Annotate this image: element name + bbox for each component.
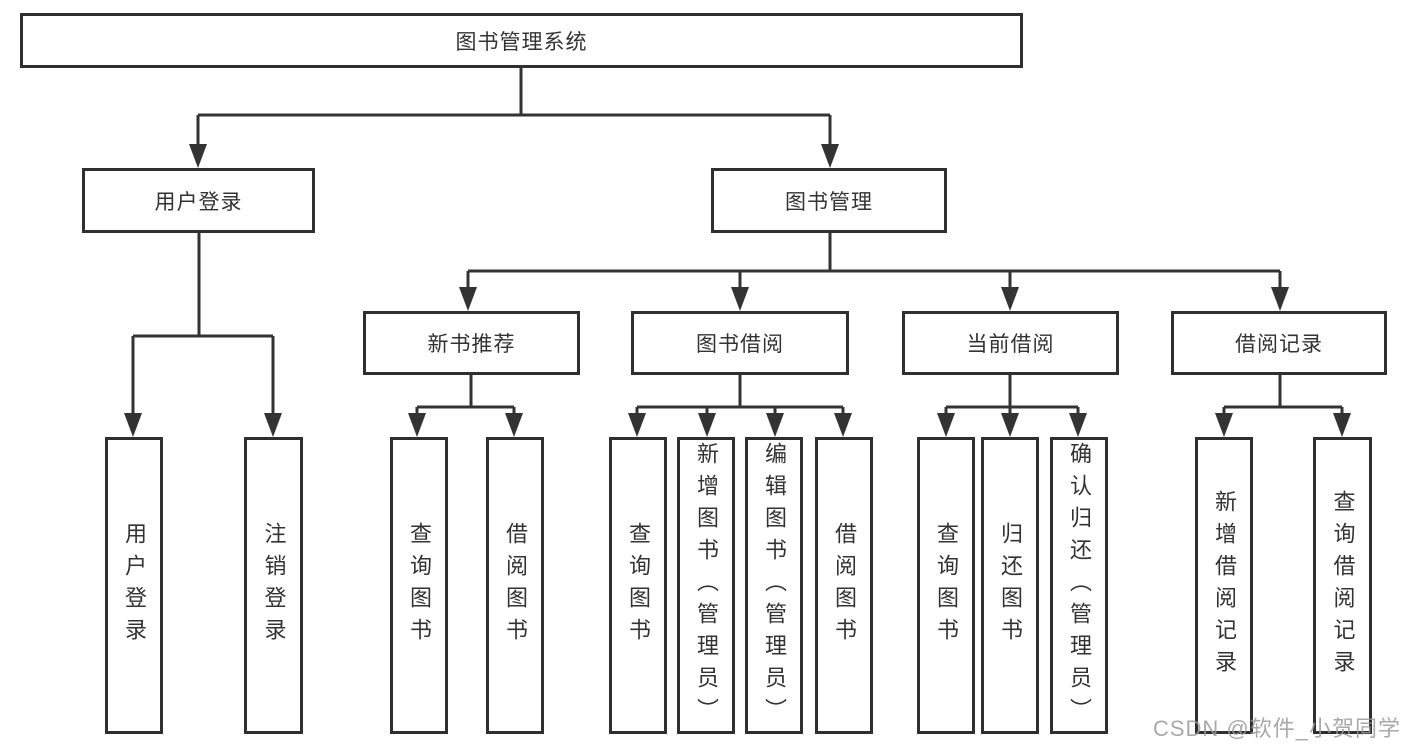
node-label: 确认归还（管理员） xyxy=(1067,441,1092,730)
arrowhead-icon xyxy=(766,413,784,437)
connector-currentborrow-to-leaves xyxy=(944,375,1080,417)
arrowhead-icon xyxy=(1001,413,1019,437)
leaf-query-books-recommend: 查询图书 xyxy=(390,437,448,734)
connector-root-to-level2 xyxy=(196,68,832,148)
csdn-watermark: CSDN @软件_小贺同学 xyxy=(1152,716,1401,741)
leaf-add-borrow-record: 新增借阅记录 xyxy=(1195,437,1253,734)
leaf-confirm-return-admin: 确认归还（管理员） xyxy=(1050,437,1108,734)
arrowhead-icon xyxy=(264,413,282,437)
arrowhead-icon xyxy=(937,413,955,437)
node-label: 新增图书（管理员） xyxy=(694,441,719,730)
node-borrow-records: 借阅记录 xyxy=(1171,311,1387,375)
node-label: 查询图书 xyxy=(626,521,651,650)
node-current-borrow: 当前借阅 xyxy=(902,311,1119,375)
connector-lines xyxy=(131,68,1344,417)
node-label: 用户登录 xyxy=(154,190,243,214)
leaf-query-books-current: 查询图书 xyxy=(917,437,975,734)
arrowhead-icon xyxy=(821,144,839,168)
arrowhead-icon xyxy=(1001,287,1019,311)
node-label: 编辑图书（管理员） xyxy=(762,441,787,730)
node-label: 借阅图书 xyxy=(832,521,857,650)
node-book-management: 图书管理 xyxy=(711,168,947,233)
node-book-borrow: 图书借阅 xyxy=(631,311,849,375)
leaf-borrow-books-recommend: 借阅图书 xyxy=(486,437,544,734)
node-label: 用户登录 xyxy=(122,521,147,650)
arrowhead-icon xyxy=(459,287,477,311)
arrowhead-icon xyxy=(1215,413,1233,437)
node-library-system: 图书管理系统 xyxy=(20,13,1023,68)
leaf-query-books-borrow: 查询图书 xyxy=(609,437,667,734)
node-label: 查询图书 xyxy=(407,521,432,650)
node-user-login: 用户登录 xyxy=(82,168,315,233)
arrowhead-icon xyxy=(731,287,749,311)
arrowhead-icon xyxy=(1333,413,1351,437)
node-label: 注销登录 xyxy=(261,521,287,650)
arrowhead-icon xyxy=(505,413,523,437)
node-label: 图书管理系统 xyxy=(455,30,588,54)
arrowhead-icon xyxy=(408,413,426,437)
leaf-add-book-admin: 新增图书（管理员） xyxy=(677,437,735,734)
node-label: 查询图书 xyxy=(934,521,959,650)
node-label: 图书管理 xyxy=(785,190,873,214)
arrowhead-icon xyxy=(698,413,716,437)
node-label: 借阅图书 xyxy=(503,521,528,650)
leaf-user-login: 用户登录 xyxy=(105,437,163,734)
node-label: 借阅记录 xyxy=(1235,333,1323,356)
arrowhead-icon xyxy=(189,144,207,168)
connector-newbook-to-leaves xyxy=(415,375,516,417)
leaf-query-borrow-record: 查询借阅记录 xyxy=(1313,437,1372,734)
connector-bookborrow-to-leaves xyxy=(635,375,845,417)
connector-bookmgmt-to-level3 xyxy=(466,233,1282,291)
node-label: 新书推荐 xyxy=(427,333,516,356)
leaf-borrow-books-borrow: 借阅图书 xyxy=(815,437,873,734)
leaf-return-book: 归还图书 xyxy=(981,437,1039,734)
arrowhead-icon xyxy=(124,413,142,437)
connector-userlogin-to-leaves xyxy=(131,233,275,417)
arrowhead-icon xyxy=(628,413,646,437)
node-label: 查询借阅记录 xyxy=(1330,489,1356,682)
arrowhead-icon xyxy=(834,413,852,437)
node-label: 当前借阅 xyxy=(966,333,1055,356)
arrowhead-icon xyxy=(1271,287,1289,311)
connector-borrowrecord-to-leaves xyxy=(1222,375,1344,417)
arrowhead-icon xyxy=(1069,413,1087,437)
node-new-book-recommend: 新书推荐 xyxy=(363,311,580,375)
node-label: 图书借阅 xyxy=(696,333,784,356)
leaf-edit-book-admin: 编辑图书（管理员） xyxy=(745,437,803,734)
node-label: 新增借阅记录 xyxy=(1212,489,1237,682)
arrowheads xyxy=(124,144,1351,437)
leaf-logout: 注销登录 xyxy=(244,437,303,734)
node-label: 归还图书 xyxy=(998,521,1023,650)
